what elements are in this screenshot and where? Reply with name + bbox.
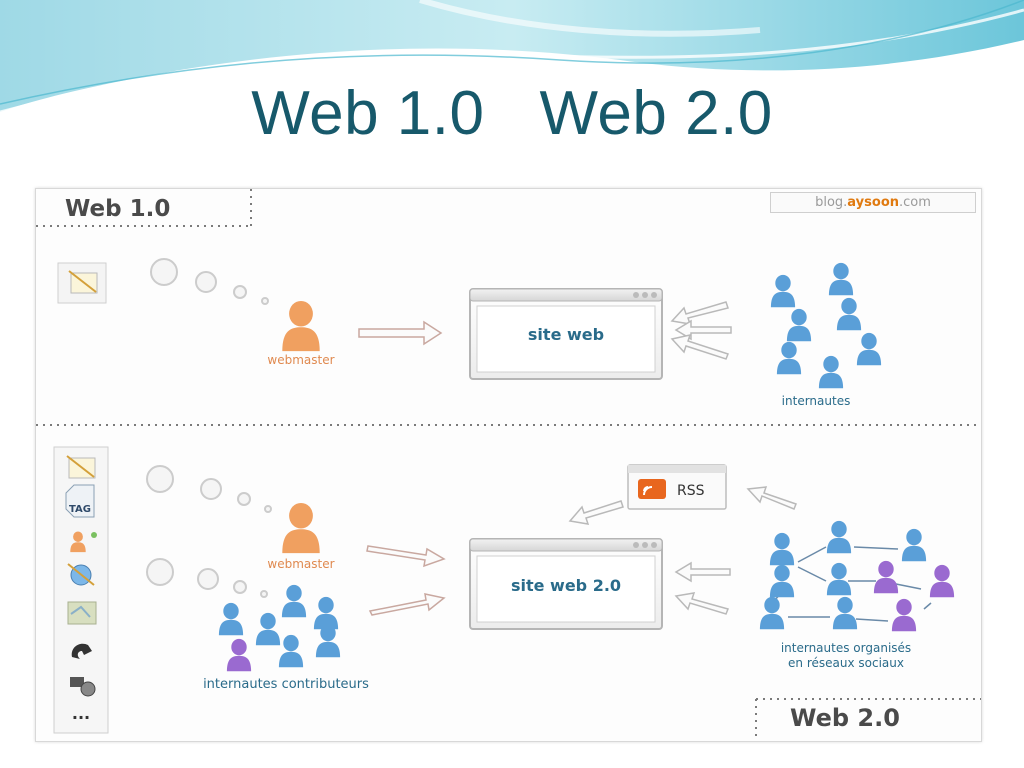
web2-contributors-label: internautes contributeurs <box>203 677 369 692</box>
web1-site-label: site web <box>527 325 605 344</box>
map-icon <box>67 601 97 625</box>
diagram-graphics: TAG ... <box>36 189 981 741</box>
web2-contributors-cluster <box>218 584 341 672</box>
media-icon <box>70 677 96 697</box>
web1-arrow-webmaster-to-site <box>358 320 443 346</box>
rss-icon <box>638 479 666 499</box>
web2-social-label-line2: en réseaux sociaux <box>788 656 904 670</box>
rss-label: RSS <box>677 483 705 499</box>
web2-arrows-into-site <box>366 545 446 616</box>
credit-suffix: .com <box>899 195 931 210</box>
web1-arrows-users-to-site <box>670 301 732 360</box>
globe-link-icon <box>67 563 95 586</box>
web1-section-label: Web 1.0 <box>65 196 171 222</box>
sidebar-more-label: ... <box>72 704 90 723</box>
phone-icon <box>71 643 92 659</box>
web2-sidebar <box>53 446 109 734</box>
web2-site-label: site web 2.0 <box>510 576 622 595</box>
source-credit: blog.aysoon.com <box>770 192 976 213</box>
sidebar-tag-label: TAG <box>69 504 91 515</box>
web2-rss-arrows <box>568 486 797 525</box>
web1-thought-bubbles <box>150 258 269 305</box>
web1-webmaster-icon <box>282 300 320 352</box>
web2-social-label-line1: internautes organisés <box>780 641 912 655</box>
web1-site-window <box>469 288 663 380</box>
web1-vs-web2-diagram: TAG ... <box>35 188 982 742</box>
web1-document-icon <box>57 262 107 304</box>
web2-social-network-cluster <box>759 520 955 632</box>
slide-title-web1: Web 1.0 <box>251 79 485 148</box>
web2-webmaster-icon <box>282 502 320 554</box>
credit-brand: aysoon <box>847 195 899 210</box>
web2-arrows-social-to-site <box>674 561 731 615</box>
web1-webmaster-label: webmaster <box>267 353 335 367</box>
tag-icon <box>65 484 95 518</box>
web1-users-cluster <box>770 262 882 389</box>
web1-label-frame <box>36 189 252 227</box>
slide-title-web2: Web 2.0 <box>539 79 773 148</box>
web2-label-frame <box>755 698 981 741</box>
rss-feed-box <box>627 464 727 510</box>
header-swoosh-decoration <box>0 0 1024 114</box>
contacts-icon <box>70 531 97 553</box>
web2-section-label: Web 2.0 <box>790 704 900 732</box>
slide-title: Web 1.0 Web 2.0 <box>0 78 1024 149</box>
web2-social-label: internautes organisés en réseaux sociaux <box>726 641 966 671</box>
web2-sidebar-document-icon <box>66 455 96 479</box>
web1-users-label: internautes <box>781 394 851 408</box>
web2-webmaster-label: webmaster <box>267 557 335 571</box>
credit-prefix: blog. <box>815 195 848 210</box>
web2-site-window <box>469 538 663 630</box>
web2-thought-bubbles <box>146 465 272 598</box>
